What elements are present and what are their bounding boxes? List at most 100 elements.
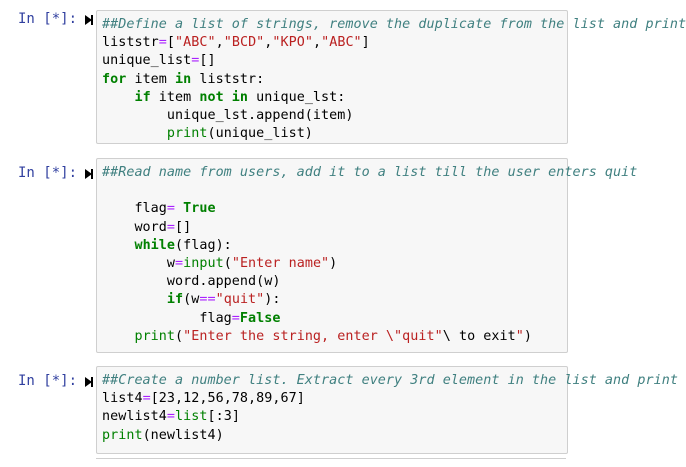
code-token: ): [264, 292, 281, 308]
cell-marker-icon [85, 169, 93, 179]
code-token: "KPO" [272, 35, 313, 51]
code-token: item [150, 89, 200, 105]
code-token: "quit" [215, 292, 265, 308]
code-token: if [166, 292, 184, 308]
code-token: = [166, 219, 176, 235]
code-line: newlist4=list[:3] [102, 408, 678, 426]
code-token: liststr [102, 35, 159, 51]
code-token: ] [361, 35, 370, 51]
cell-prompt: In [*]: [18, 11, 78, 27]
code-token [102, 329, 134, 344]
code-token [175, 201, 183, 216]
code-token: newlist4 [102, 409, 167, 425]
code-token: ##Create a number list. Extract every 3r… [102, 373, 678, 388]
code-token: [ [166, 35, 176, 51]
code-cell-1[interactable]: In [*]: ##Define a list of strings, remo… [0, 10, 686, 146]
code-token: unique_list [102, 53, 192, 69]
code-token: unique_lst: [248, 89, 346, 105]
code-editor[interactable]: ##Define a list of strings, remove the d… [96, 10, 686, 144]
code-token: not in [199, 89, 249, 105]
code-token: , [215, 35, 224, 51]
code-line: while(flag): [102, 237, 637, 255]
code-token [102, 238, 134, 253]
code-line: print(unique_list) [102, 125, 686, 143]
code-token [102, 126, 167, 141]
code-line: unique_lst.append(item) [102, 107, 686, 125]
code-line: ##Define a list of strings, remove the d… [102, 16, 686, 34]
code-token: flag [102, 310, 232, 326]
code-line [102, 182, 637, 200]
code-line: if item not in unique_lst: [102, 89, 686, 107]
cell-prompt: In [*]: [18, 165, 78, 181]
code-token: = [158, 35, 167, 51]
code-token: print [102, 427, 143, 443]
code-cell-3[interactable]: In [*]: ##Create a number list. Extract … [0, 366, 678, 466]
code-token: (flag): [175, 237, 232, 253]
code-token: ( [175, 328, 184, 344]
code-token: flag [102, 201, 167, 217]
code-token: ( [223, 255, 232, 271]
code-token: (unique_list) [207, 126, 313, 142]
code-token: "BCD" [223, 35, 265, 51]
code-token: input [183, 255, 224, 271]
code-token: [] [199, 53, 216, 69]
code-line: ##Create a number list. Extract every 3r… [102, 372, 678, 390]
code-token: item [126, 71, 176, 87]
code-token: = [166, 409, 176, 425]
code-token: ) [329, 255, 338, 271]
code-token [102, 90, 134, 105]
code-token: list [175, 409, 208, 425]
code-token: = [166, 201, 176, 217]
code-line: if(w=="quit"): [102, 291, 637, 309]
code-line: print("Enter the string, enter \"quit"\ … [102, 328, 637, 346]
code-token: "Enter the string, enter \"quit" [183, 328, 443, 344]
code-token: word [102, 219, 167, 235]
code-line: list4=[23,12,56,78,89,67] [102, 390, 678, 408]
code-line: print(newlist4) [102, 427, 678, 445]
code-line: ##Read name from users, add it to a list… [102, 164, 637, 182]
code-line: for item in liststr: [102, 71, 686, 89]
code-lines: ##Read name from users, add it to a list… [102, 164, 637, 346]
code-line: word.append(w) [102, 273, 637, 291]
code-token: word.append(w) [102, 274, 281, 290]
code-token: ##Define a list of strings, remove the d… [102, 17, 686, 32]
code-token: list4 [102, 391, 143, 407]
code-token: = [231, 310, 240, 326]
code-cell-2[interactable]: In [*]: ##Read name from users, add it t… [0, 158, 637, 354]
code-token: , [264, 35, 273, 51]
code-token: = [191, 53, 200, 69]
code-token: liststr: [191, 71, 265, 87]
cell-marker-icon [85, 15, 93, 25]
code-token: (w [183, 292, 200, 308]
code-token: ##Read name from users, add it to a list… [102, 165, 638, 180]
code-token: "ABC" [175, 35, 216, 51]
code-token: False [239, 310, 281, 326]
code-line: unique_list=[] [102, 52, 686, 70]
code-token: [] [175, 219, 192, 235]
code-lines: ##Create a number list. Extract every 3r… [102, 372, 678, 445]
code-token: print [134, 328, 176, 344]
code-token: print [166, 126, 208, 142]
code-editor[interactable]: ##Read name from users, add it to a list… [96, 158, 637, 353]
code-token: [23,12,56,78,89,67] [150, 391, 305, 407]
next-cell-edge [96, 458, 566, 467]
code-token: "ABC" [321, 35, 362, 51]
code-token: \ to exit [442, 328, 516, 344]
code-token: w [102, 255, 176, 271]
code-token: (newlist4) [142, 427, 224, 443]
code-token: in [175, 71, 192, 87]
code-token: ) [523, 328, 532, 344]
code-token: " [515, 328, 524, 344]
code-token: while [134, 237, 176, 253]
code-line: word=[] [102, 219, 637, 237]
code-line: flag=False [102, 310, 637, 328]
code-token [102, 292, 167, 307]
code-token: True [183, 201, 216, 217]
code-token: for [102, 71, 127, 87]
code-line: w=input("Enter name") [102, 255, 637, 273]
code-editor[interactable]: ##Create a number list. Extract every 3r… [96, 366, 678, 454]
code-token: = [175, 255, 184, 271]
cell-prompt: In [*]: [18, 373, 78, 389]
code-token: if [134, 89, 151, 105]
code-lines: ##Define a list of strings, remove the d… [102, 16, 686, 143]
